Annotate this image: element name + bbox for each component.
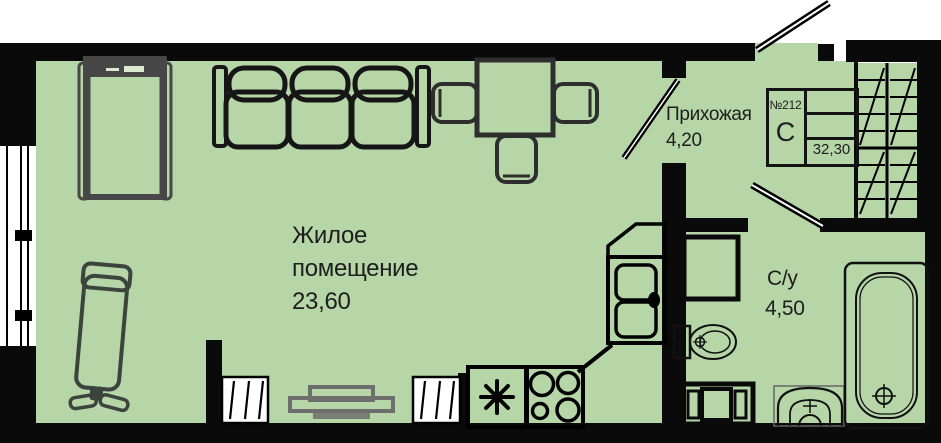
unit-number: №212 [769, 98, 802, 112]
living-room-label-line1: Жилое [292, 222, 368, 249]
bathroom-area: 4,50 [765, 297, 805, 320]
hallway-label: Прихожая [666, 104, 752, 125]
wall-entrance-stub [818, 44, 834, 61]
unit-total-area: 32,30 [812, 141, 851, 158]
wall-mid-upper [662, 58, 686, 78]
unit-card-row-line-2 [807, 137, 856, 140]
wall-bottom [0, 423, 941, 443]
living-room-label-line2: помещение [292, 255, 419, 282]
wall-right-lower [925, 232, 941, 443]
bathroom-door-opening [748, 218, 820, 232]
unit-card-divider [804, 88, 807, 164]
staircase-floor [858, 63, 917, 218]
window-left [0, 146, 36, 346]
wall-bathroom-top-right [820, 218, 925, 232]
unit-card-row-line-1 [807, 112, 856, 115]
wall-right-upper [917, 40, 941, 232]
bathroom-floor [686, 232, 925, 423]
wall-pier-bottom-left [206, 340, 222, 423]
bathroom-label: С/у [767, 267, 798, 290]
wall-mid-lower [662, 163, 686, 423]
wall-pier-bottom-mid [458, 373, 470, 423]
wall-left-upper [0, 43, 36, 148]
wall-bathroom-top-left [686, 218, 748, 232]
unit-letter: С [775, 117, 796, 147]
living-room-area: 23,60 [292, 288, 351, 315]
entrance-door-opening [755, 43, 818, 61]
unit-card [766, 88, 859, 167]
hallway-area: 4,20 [666, 130, 702, 151]
wall-top [0, 43, 755, 61]
